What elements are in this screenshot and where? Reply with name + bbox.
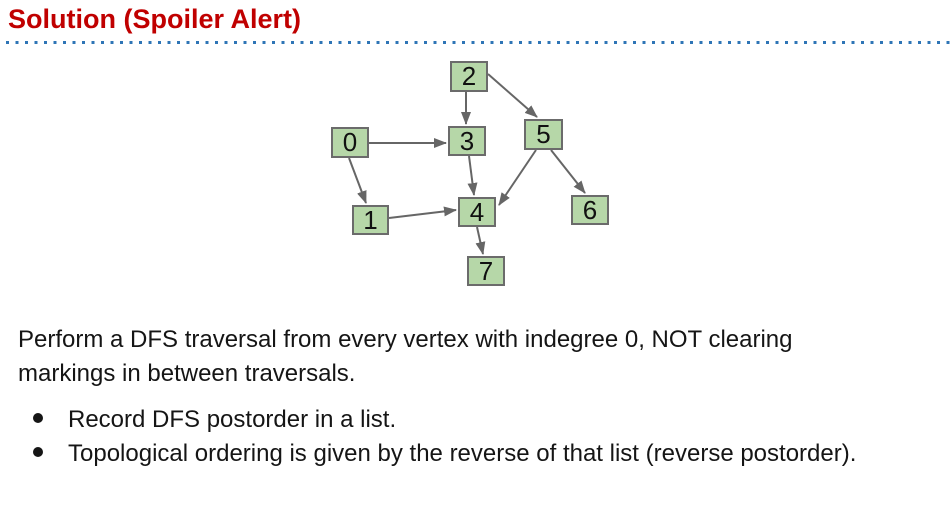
bullet-text: Record DFS postorder in a list. [68, 406, 397, 433]
title-divider [6, 41, 951, 44]
bullet-list: Record DFS postorder in a list. Topologi… [33, 403, 856, 471]
bullet-dot-icon [33, 447, 43, 457]
graph-node-6: 6 [571, 195, 609, 225]
graph-node-5: 5 [524, 119, 563, 150]
bullet-item: Topological ordering is given by the rev… [33, 437, 856, 471]
graph-node-7: 7 [467, 256, 505, 286]
edge-2-5 [487, 73, 538, 118]
page-title: Solution (Spoiler Alert) [8, 4, 301, 34]
edge-1-4 [388, 206, 457, 219]
graph-node-1: 1 [352, 205, 389, 235]
edge-0-1 [348, 157, 367, 204]
bullet-item: Record DFS postorder in a list. [33, 403, 856, 437]
bullet-text: Topological ordering is given by the rev… [68, 440, 857, 467]
graph-node-2: 2 [450, 61, 488, 92]
bullet-dot-icon [33, 413, 43, 423]
edge-3-4 [467, 155, 478, 196]
graph-node-0: 0 [331, 127, 369, 158]
graph-node-3: 3 [448, 126, 486, 156]
edge-5-6 [550, 149, 586, 194]
graph-node-4: 4 [458, 197, 496, 227]
edge-5-4 [498, 149, 537, 206]
body-paragraph: Perform a DFS traversal from every verte… [18, 326, 793, 387]
edge-4-7 [475, 226, 486, 255]
